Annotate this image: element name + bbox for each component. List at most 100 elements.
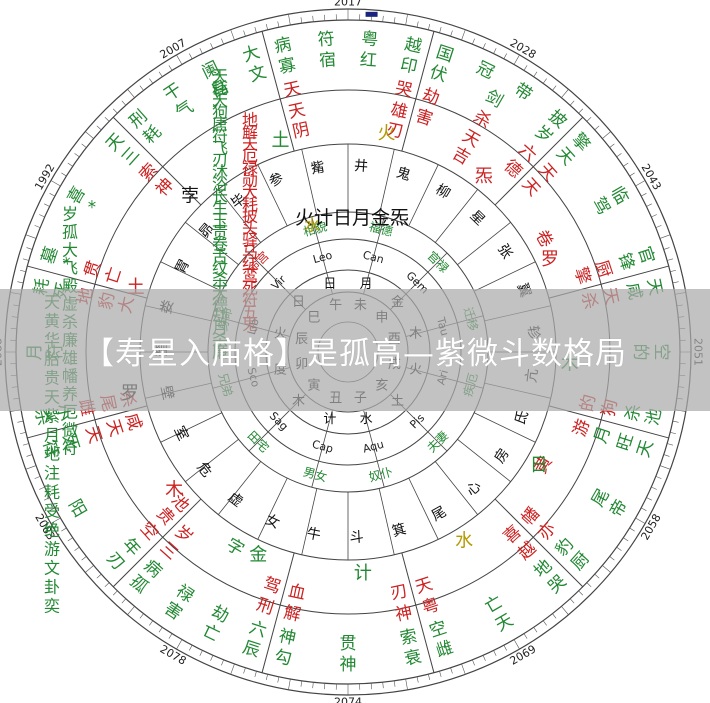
mansion-glyph: 张 [494,241,515,261]
degree-tick [405,678,408,690]
degree-tick [26,454,33,457]
degree-tick [61,172,67,177]
degree-tick [44,203,50,207]
house-divider [112,116,202,206]
house-divider [261,31,295,152]
mansion-divider [257,164,288,227]
degree-tick [254,27,257,33]
star-glyph: 厨 [591,258,615,280]
degree-tick [513,54,520,65]
degree-tick [277,21,280,28]
mansion-divider [408,164,439,227]
upper-left-red-glyph: 头 [242,219,258,238]
upper-left-star-glyph: 天 [212,67,228,86]
star-glyph: 冠 [473,58,497,83]
mansion-glyph: 觜 [310,159,326,177]
degree-tick [158,627,163,633]
degree-tick [17,420,24,423]
star-glyph: 杀 [30,407,53,428]
degree-tick [127,89,135,98]
left-star-glyph: 飞 [62,259,78,278]
left-star-glyph: 奕 [44,597,60,616]
mansion-divider [160,261,223,292]
year-label: 2078 [158,642,189,667]
star-glyph: 天 [634,438,658,460]
planet-glyph: 金 [249,545,267,566]
degree-tick [25,465,37,470]
star-glyph: 池 [643,407,666,428]
upper-left-star-glyph: 唐 [212,115,228,134]
star-glyph: 勾 [273,647,294,670]
degree-tick [168,65,173,71]
planet-glyph: 日 [530,455,548,476]
left-star-glyph: 月 [44,426,60,445]
mansion-divider [257,477,288,540]
mansion-divider [301,488,318,555]
star-glyph: 锋 [614,251,638,273]
left-star-glyph: 微 [62,421,78,440]
mansion-glyph: 井 [353,158,368,175]
degree-tick [288,678,291,690]
degree-tick [561,606,569,615]
degree-tick [19,432,26,435]
mansion-glyph: 星 [467,208,488,229]
house-divider [494,498,584,588]
degree-tick [81,556,87,561]
degree-tick [586,582,592,588]
degree-tick [19,269,26,272]
mansion-glyph: 胃 [172,257,193,277]
left-star-glyph: 紫 [44,407,60,426]
upper-left-star-glyph: 耗 [212,79,228,98]
star-glyph: 卷 [531,227,557,252]
mansion-glyph: 尾 [429,504,449,525]
degree-tick [121,598,127,604]
degree-tick [112,108,118,114]
degree-tick [523,65,528,71]
left-star-glyph: 注 [44,464,60,483]
degree-tick [672,420,679,423]
upper-left-star-glyph: 浴 [212,175,228,194]
upper-left-red-glyph: 驿 [242,231,258,250]
degree-tick [230,663,235,675]
degree-tick [127,606,135,615]
house-divider [261,552,295,673]
banner-title: 【寿星入庙格】是孤高—紫微斗数格局 [83,335,627,372]
degree-tick [393,17,396,24]
degree-tick [121,100,127,106]
mansion-glyph: 女 [263,511,283,532]
degree-tick [533,627,538,633]
year-label: 2074 [334,696,362,703]
degree-tick [602,131,611,139]
degree-tick [493,48,497,54]
marker [365,11,378,17]
degree-tick [23,258,29,261]
degree-tick [265,674,268,681]
house-divider [401,552,435,673]
mansion-divider [185,438,239,482]
left-star-glyph: 符 [62,439,78,458]
degree-tick [243,30,246,37]
year-label: 2017 [334,0,362,9]
star-glyph: 病 [273,34,294,57]
left-star-glyph: 绝 [44,521,60,540]
degree-tick [629,172,635,177]
degree-tick [96,573,102,579]
upper-left-star-glyph: 纹 [212,259,228,278]
degree-tick [569,598,575,604]
degree-tick [616,153,622,158]
degree-tick [176,639,183,650]
star-glyph: 宿 [318,50,336,71]
degree-tick [382,15,384,22]
mansion-divider [473,261,536,292]
planet-glyph: 孛 [181,186,199,207]
star-glyph: 辰 [240,638,262,662]
degree-tick [23,443,29,446]
star-glyph: 印 [398,55,419,78]
degree-tick [635,180,646,187]
degree-tick [667,443,673,446]
mansion-glyph: 心 [463,478,484,499]
mansion-divider [457,222,511,266]
palace-label: 相貌 [301,218,328,239]
star-glyph: 害 [413,106,435,130]
